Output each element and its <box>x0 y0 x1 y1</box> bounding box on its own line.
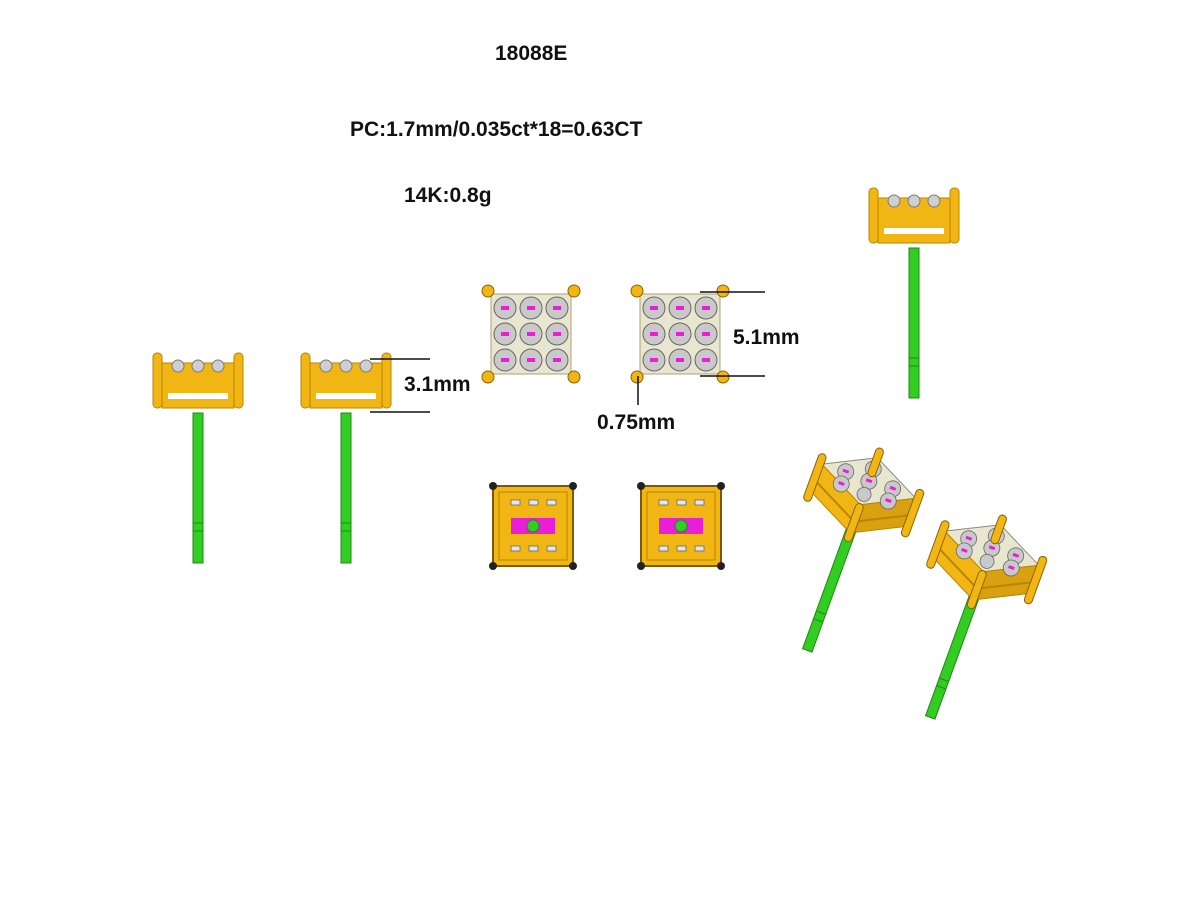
top-view-stud-2 <box>630 284 730 384</box>
width-dimension-lines <box>700 291 765 377</box>
iso-view-stud-1 <box>753 428 935 671</box>
bottom-view-stud-2 <box>636 481 726 571</box>
width-dimension-label: 5.1mm <box>733 326 800 349</box>
stone-spec: PC:1.7mm/0.035ct*18=0.63CT <box>350 118 643 141</box>
height-dimension-label: 3.1mm <box>404 373 471 396</box>
bottom-view-stud-1 <box>488 481 578 571</box>
side-view-stud-1 <box>152 352 244 564</box>
model-code: 18088E <box>495 42 568 65</box>
height-dimension-lines <box>370 358 430 413</box>
side-view-stud-2 <box>300 352 392 564</box>
top-view-stud-1 <box>481 284 581 384</box>
prong-dimension-label: 0.75mm <box>597 411 676 434</box>
metal-spec: 14K:0.8g <box>404 184 492 207</box>
front-view-stud <box>868 187 960 399</box>
